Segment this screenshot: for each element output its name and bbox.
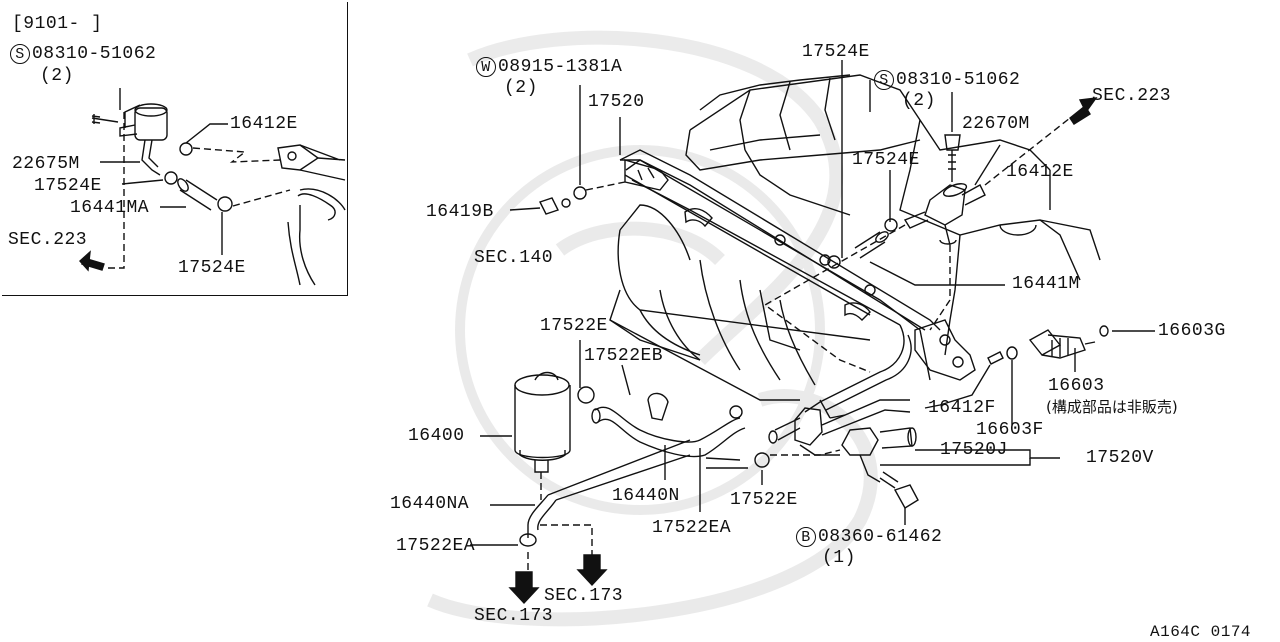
bolt-part[interactable]: 08310-51062 bbox=[896, 70, 1021, 90]
washer-qty: (2) bbox=[504, 78, 538, 98]
label-22670M[interactable]: 22670M bbox=[962, 114, 1030, 134]
bottom-bolt-qty: (1) bbox=[822, 548, 856, 568]
engine-outline bbox=[609, 74, 1101, 413]
washer-part[interactable]: 08915-1381A bbox=[498, 57, 623, 77]
inset-bolt-part: 08310-51062 bbox=[32, 44, 157, 64]
label-17520V[interactable]: 17520V bbox=[1086, 448, 1154, 468]
label-16400[interactable]: 16400 bbox=[408, 426, 465, 446]
label-17522EB[interactable]: 17522EB bbox=[584, 346, 664, 366]
fuel-components bbox=[470, 60, 1155, 605]
label-16440NA[interactable]: 16440NA bbox=[390, 494, 470, 514]
inset-label-22675M[interactable]: 22675M bbox=[12, 154, 80, 174]
diagram-code: A164C 0174 bbox=[1150, 623, 1252, 641]
washer-symbol: W bbox=[476, 57, 496, 77]
inset-label-16412E[interactable]: 16412E bbox=[230, 114, 298, 134]
label-16419B[interactable]: 16419B bbox=[426, 202, 494, 222]
label-16412F[interactable]: 16412F bbox=[928, 398, 996, 418]
inset-frame bbox=[2, 2, 348, 296]
label-16603F[interactable]: 16603F bbox=[976, 420, 1044, 440]
inset-date-range: [9101- ] bbox=[12, 14, 103, 34]
inset-label-17524E-b[interactable]: 17524E bbox=[178, 258, 246, 278]
watermark bbox=[427, 30, 878, 627]
label-sec140[interactable]: SEC.140 bbox=[474, 248, 554, 268]
label-sec173-right[interactable]: SEC.173 bbox=[544, 586, 624, 606]
bolt-symbol: S bbox=[874, 70, 894, 90]
label-17520J[interactable]: 17520J bbox=[940, 440, 1008, 460]
inset-label-sec223[interactable]: SEC.223 bbox=[8, 230, 88, 250]
inset-label-16441MA[interactable]: 16441MA bbox=[70, 198, 150, 218]
label-17522E-top[interactable]: 17522E bbox=[540, 316, 608, 336]
bottom-bolt-part[interactable]: 08360-61462 bbox=[818, 527, 943, 547]
bottom-bolt-symbol: B bbox=[796, 527, 816, 547]
inset-bolt-symbol: S bbox=[10, 44, 30, 64]
label-16440N[interactable]: 16440N bbox=[612, 486, 680, 506]
label-17524E-mid[interactable]: 17524E bbox=[852, 150, 920, 170]
inset-drawing bbox=[79, 88, 346, 286]
label-16412E[interactable]: 16412E bbox=[1006, 162, 1074, 182]
bolt-qty: (2) bbox=[902, 91, 936, 111]
label-17520[interactable]: 17520 bbox=[588, 92, 645, 112]
label-17522EA-mid[interactable]: 17522EA bbox=[652, 518, 732, 538]
label-17522E-bot[interactable]: 17522E bbox=[730, 490, 798, 510]
label-17522EA-left[interactable]: 17522EA bbox=[396, 536, 476, 556]
label-16441M[interactable]: 16441M bbox=[1012, 274, 1080, 294]
label-sec173-left[interactable]: SEC.173 bbox=[474, 606, 554, 626]
label-16603-note: (構成部品は非販売) bbox=[1046, 398, 1178, 416]
label-17524E-top[interactable]: 17524E bbox=[802, 42, 870, 62]
label-16603G[interactable]: 16603G bbox=[1158, 321, 1226, 341]
inset-bolt-qty: (2) bbox=[40, 66, 74, 86]
label-16603[interactable]: 16603 bbox=[1048, 376, 1105, 396]
label-sec223[interactable]: SEC.223 bbox=[1092, 86, 1172, 106]
inset-label-17524E-a[interactable]: 17524E bbox=[34, 176, 102, 196]
